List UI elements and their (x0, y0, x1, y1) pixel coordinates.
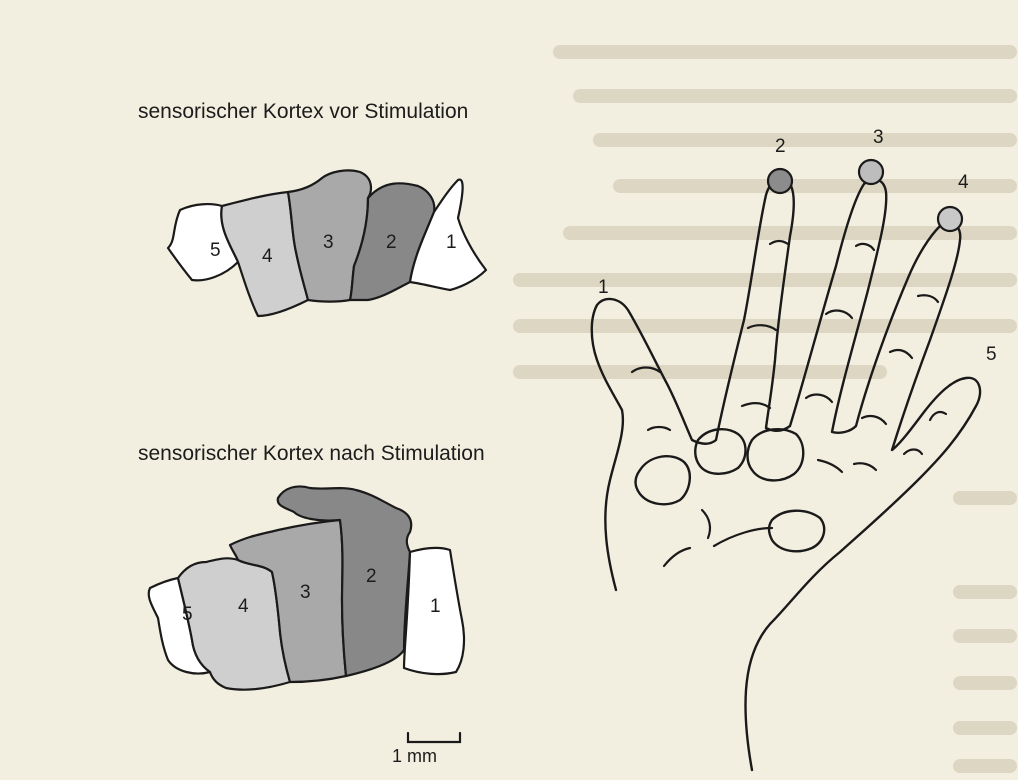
palm-crease-1 (702, 510, 710, 538)
finger-5-label: 5 (986, 344, 997, 365)
bottom-cortex-title: sensorischer Kortex nach Stimulation (138, 442, 485, 465)
bottom-region-3-label: 3 (300, 582, 311, 603)
palm-crease-2 (714, 528, 772, 546)
palm-pad-middle (748, 429, 804, 480)
scale-bar-label: 1 mm (392, 746, 437, 766)
palm-pad-index (695, 429, 745, 474)
finger-2-label: 2 (775, 136, 786, 157)
finger-5-crease-2 (904, 450, 922, 455)
top-region-3-label: 3 (323, 232, 334, 253)
background-text-lines (520, 52, 1010, 766)
scale-bar-line (408, 733, 460, 742)
hand-drawing: 1 2 3 4 5 (592, 127, 997, 770)
finger-5-crease-1 (930, 412, 946, 420)
thumb-crease-2 (648, 427, 670, 430)
top-region-4-label: 4 (262, 246, 273, 267)
palm-crease-4 (854, 463, 876, 470)
finger-3-crease-1 (856, 244, 874, 250)
bottom-region-4-label: 4 (238, 596, 249, 617)
finger-4-label: 4 (958, 172, 969, 193)
finger-4-crease-2 (890, 350, 912, 358)
finger-3-crease-3 (806, 395, 832, 402)
scale-bar: 1 mm (392, 733, 460, 766)
finger-1-label: 1 (598, 277, 609, 298)
palm-crease-5 (664, 548, 690, 566)
finger-4-crease-3 (862, 416, 886, 424)
finger-2-crease-3 (742, 403, 770, 408)
top-cortex-title: sensorischer Kortex vor Stimulation (138, 100, 468, 123)
finger-3-tip-dot (859, 160, 883, 184)
bottom-cortex-map: 5 4 3 2 1 (149, 486, 464, 689)
hand-outline (592, 179, 980, 770)
top-region-1-label: 1 (446, 232, 457, 253)
top-cortex-map: 5 4 3 2 1 (168, 170, 486, 316)
finger-3-crease-2 (826, 311, 852, 318)
bottom-region-1-label: 1 (430, 596, 441, 617)
palm-pad-hypothenar (769, 511, 824, 552)
top-region-5-label: 5 (210, 240, 221, 261)
top-region-2-label: 2 (386, 232, 397, 253)
bottom-region-5-label: 5 (182, 604, 193, 625)
bottom-region-2-label: 2 (366, 566, 377, 587)
finger-2-tip-dot (768, 169, 792, 193)
finger-4-tip-dot (938, 207, 962, 231)
finger-2-crease-1 (770, 241, 788, 244)
finger-3-label: 3 (873, 127, 884, 148)
palm-pad-thumb (636, 456, 690, 504)
palm-crease-3 (818, 460, 842, 472)
finger-4-crease-1 (918, 295, 938, 302)
